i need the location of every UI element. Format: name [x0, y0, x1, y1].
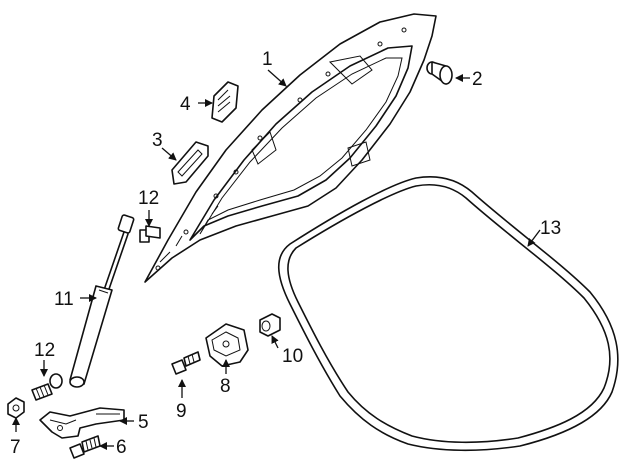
gas-strut: [69, 214, 135, 388]
handle-trim: [171, 141, 209, 185]
bolt-9: [171, 351, 201, 375]
callout-1: 1: [262, 49, 273, 70]
liftgate-panel: [144, 13, 437, 283]
striker-bracket: [205, 323, 249, 367]
callout-9: 9: [176, 401, 187, 422]
bolt-12-lower: [31, 373, 63, 401]
callout-11: 11: [54, 289, 74, 310]
nut-7: [7, 397, 25, 419]
bolt-6: [69, 435, 101, 459]
callout-2: 2: [472, 69, 483, 90]
weatherstrip-seal: [278, 176, 619, 452]
callout-10: 10: [282, 346, 303, 367]
callout-12-upper: 12: [138, 188, 159, 209]
bumper-plug: [426, 61, 453, 85]
leader-lines: [12, 69, 541, 450]
callout-5: 5: [138, 412, 149, 433]
callout-labels: 1 2 3 4 5 6 7 8 9 10 11 12 12 13: [10, 49, 561, 458]
bolt-12-upper: [139, 225, 161, 243]
callout-3: 3: [152, 130, 163, 151]
hinge-bracket: [39, 407, 125, 439]
callout-7: 7: [10, 437, 21, 458]
bracket-4: [211, 81, 239, 123]
callout-13: 13: [540, 218, 561, 239]
callout-8: 8: [220, 376, 231, 397]
callout-4: 4: [180, 94, 191, 115]
callout-12-lower: 12: [34, 340, 55, 361]
callout-6: 6: [116, 437, 127, 458]
bumper-stop: [259, 313, 281, 337]
